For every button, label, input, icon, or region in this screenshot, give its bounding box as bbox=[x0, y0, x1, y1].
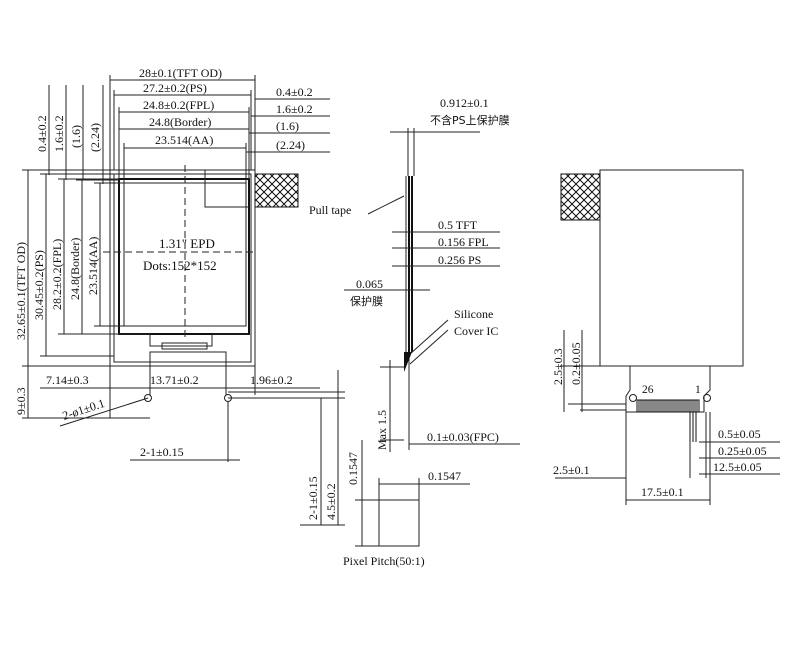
fpc-pins bbox=[636, 399, 700, 442]
dim-border-height: 24.8(Border) bbox=[68, 238, 82, 300]
dim-tft-od-height: 32.65±0.1(TFT OD) bbox=[14, 242, 28, 340]
pixel-pitch-caption: Pixel Pitch(50:1) bbox=[343, 554, 425, 568]
dim-right-3: (1.6) bbox=[276, 119, 299, 133]
back-dim-right-3: 12.5±0.05 bbox=[713, 460, 762, 474]
front-view: 1.31" EPD Dots:152*152 28±0.1(TFT OD) 27… bbox=[14, 66, 345, 526]
pin-1: 1 bbox=[695, 384, 701, 396]
pin-26: 26 bbox=[642, 384, 654, 396]
silicone-label: Silicone bbox=[454, 307, 493, 321]
dim-border-width: 24.8(Border) bbox=[149, 115, 211, 129]
dim-lower-2: 4.5±0.2 bbox=[324, 483, 338, 520]
right-dimensions: 0.4±0.2 1.6±0.2 (1.6) (2.24) bbox=[246, 85, 330, 153]
back-outline bbox=[599, 169, 744, 367]
dim-lower-1: 2-1±0.15 bbox=[306, 476, 320, 520]
back-dim-left-1: 2.5±0.3 bbox=[551, 348, 565, 385]
side-top-dim: 0.912±0.1 bbox=[440, 96, 489, 110]
dim-right-2: 1.6±0.2 bbox=[276, 102, 313, 116]
dim-aa-height: 23.514(AA) bbox=[86, 237, 100, 295]
layer-ps: 0.256 PS bbox=[438, 253, 481, 267]
left-top-dimensions: 0.4±0.2 1.6±0.2 (1.6) (2.24) bbox=[35, 85, 104, 184]
dim-left-top-1: 0.4±0.2 bbox=[35, 115, 49, 152]
dim-right-4: (2.24) bbox=[276, 138, 305, 152]
hole-pitch-dimensions: 2-1±0.15 2-1±0.15 4.5±0.2 bbox=[130, 370, 345, 526]
ps-outline bbox=[113, 173, 252, 363]
ic-marker bbox=[161, 342, 208, 350]
dim-bottom-left: 9±0.3 bbox=[14, 387, 28, 415]
fpl-outline bbox=[118, 178, 250, 335]
back-view: 26 1 2.5±0.3 0.2±0.05 0.5±0.05 0.25±0.05… bbox=[551, 169, 780, 505]
top-dimensions: 28±0.1(TFT OD) 27.2±0.2(PS) 24.8±0.2(FPL… bbox=[109, 66, 256, 183]
side-top-note: 不含PS上保护膜 bbox=[430, 113, 510, 127]
pull-tape-label: Pull tape bbox=[309, 203, 351, 217]
fpc-dim: 0.1±0.03(FPC) bbox=[427, 430, 499, 444]
cover-ic-label: Cover IC bbox=[454, 324, 498, 338]
pull-tape-hatch bbox=[254, 173, 299, 208]
back-hole-right bbox=[703, 394, 711, 402]
silicone-fill bbox=[404, 352, 412, 372]
pixel-pitch-detail: 0.1547 0.1547 Pixel Pitch(50:1) bbox=[343, 440, 470, 568]
fpc-notch bbox=[119, 333, 249, 347]
dim-left-top-3: (1.6) bbox=[69, 125, 83, 148]
dim-fpl-height: 28.2±0.2(FPL) bbox=[50, 239, 64, 310]
back-pull-tape-hatch bbox=[560, 173, 601, 221]
dots-label: Dots:152*152 bbox=[143, 258, 217, 273]
back-dim-right-1: 0.5±0.05 bbox=[718, 427, 761, 441]
film-note: 保护膜 bbox=[350, 294, 383, 308]
max-dim: Max 1.5 bbox=[375, 410, 389, 450]
dim-hole-pitch: 2-1±0.15 bbox=[140, 445, 184, 459]
back-dim-bottom-1: 2.5±0.1 bbox=[553, 463, 590, 477]
dim-ps-width: 27.2±0.2(PS) bbox=[143, 81, 207, 95]
back-dim-bottom-2: 17.5±0.1 bbox=[641, 485, 684, 499]
back-dim-left-2: 0.2±0.05 bbox=[569, 342, 583, 385]
tft-outline bbox=[109, 169, 256, 367]
pixel-square bbox=[378, 499, 420, 547]
dim-right-1: 0.4±0.2 bbox=[276, 85, 313, 99]
back-hole-left bbox=[629, 394, 637, 402]
side-view: 0.912±0.1 不含PS上保护膜 Pull tape 0.5 TFT 0.1… bbox=[309, 96, 520, 452]
dim-fpl-width: 24.8±0.2(FPL) bbox=[143, 98, 214, 112]
epd-label: 1.31" EPD bbox=[159, 236, 215, 251]
hole-left bbox=[144, 394, 152, 402]
back-dim-right-2: 0.25±0.05 bbox=[718, 444, 767, 458]
pixel-width-label: 0.1547 bbox=[428, 469, 461, 483]
dim-bottom-2: 13.71±0.2 bbox=[150, 373, 199, 387]
dim-left-top-4: (2.24) bbox=[88, 123, 102, 152]
dim-left-top-2: 1.6±0.2 bbox=[52, 115, 66, 152]
dim-ps-height: 30.45±0.2(PS) bbox=[32, 250, 46, 320]
left-side-dimensions: 32.65±0.1(TFT OD) 30.45±0.2(PS) 28.2±0.2… bbox=[14, 169, 124, 367]
pixel-height-label: 0.1547 bbox=[346, 452, 360, 485]
bottom-dimensions: 7.14±0.3 13.71±0.2 1.96±0.2 9±0.3 2-ø1±0… bbox=[14, 366, 320, 427]
film-dim: 0.065 bbox=[356, 277, 383, 291]
layer-tft: 0.5 TFT bbox=[438, 218, 478, 232]
dim-aa-width: 23.514(AA) bbox=[155, 133, 213, 147]
dim-bottom-3: 1.96±0.2 bbox=[250, 373, 293, 387]
pull-tape-tab bbox=[204, 170, 249, 208]
layer-fpl: 0.156 FPL bbox=[438, 235, 489, 249]
dim-tft-od-width: 28±0.1(TFT OD) bbox=[139, 66, 222, 80]
dim-bottom-1: 7.14±0.3 bbox=[46, 373, 89, 387]
